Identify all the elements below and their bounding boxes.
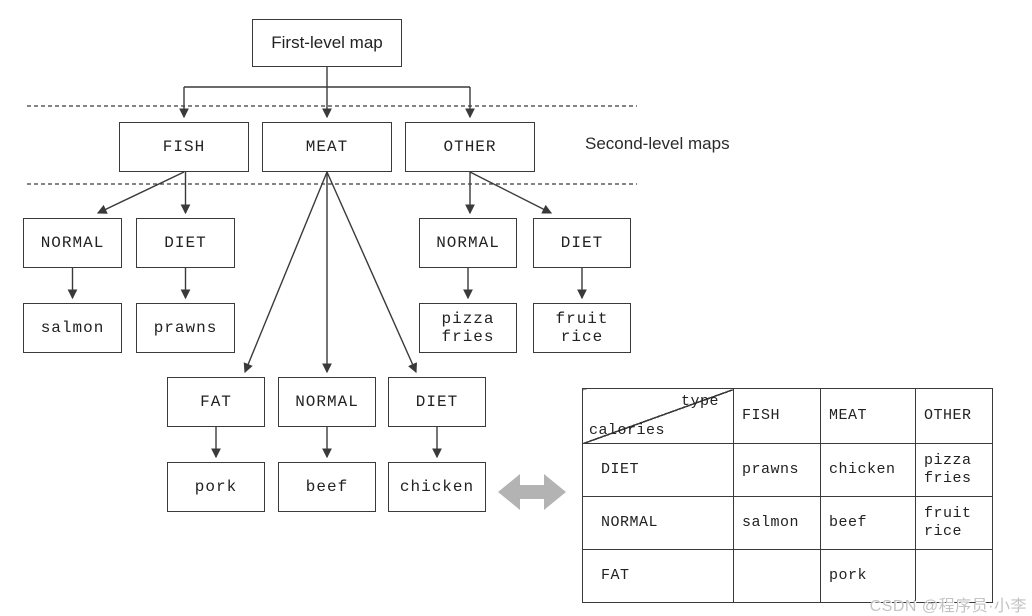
node-pizza-fries: pizza fries bbox=[419, 303, 517, 353]
node-label: DIET bbox=[164, 233, 207, 252]
node-other: OTHER bbox=[405, 122, 535, 172]
table-cell: pork bbox=[820, 549, 916, 603]
node-label: pork bbox=[194, 477, 238, 496]
table-cell: chicken bbox=[820, 443, 916, 497]
node-label: FISH bbox=[162, 137, 206, 156]
table-header-row: type calories FISH MEAT OTHER bbox=[582, 388, 993, 444]
table-col-header-meat: MEAT bbox=[820, 388, 916, 444]
node-label: salmon bbox=[40, 318, 105, 337]
table-row-fat: FAT pork bbox=[582, 549, 993, 603]
node-meat-fat: FAT bbox=[167, 377, 265, 427]
table-cell: fruit rice bbox=[915, 496, 993, 550]
table-col-header-other: OTHER bbox=[915, 388, 993, 444]
table-cell bbox=[733, 549, 821, 603]
table-cell bbox=[915, 549, 993, 603]
node-label: OTHER bbox=[443, 137, 497, 156]
node-pork: pork bbox=[167, 462, 265, 512]
node-label: DIET bbox=[560, 233, 604, 252]
second-level-maps-label: Second-level maps bbox=[585, 134, 730, 153]
connector-other-diet bbox=[469, 171, 553, 214]
node-label: MEAT bbox=[305, 137, 349, 156]
node-label: chicken bbox=[399, 477, 475, 496]
node-other-normal: NORMAL bbox=[419, 218, 517, 268]
connector-fish-normal bbox=[96, 171, 185, 214]
node-label: NORMAL bbox=[436, 233, 500, 252]
node-meat: MEAT bbox=[262, 122, 392, 172]
node-beef: beef bbox=[278, 462, 376, 512]
connector-lines bbox=[67, 62, 587, 459]
node-salmon: salmon bbox=[23, 303, 122, 353]
node-label: FAT bbox=[200, 392, 232, 411]
node-meat-diet: DIET bbox=[388, 377, 486, 427]
table-corner-cell: type calories bbox=[582, 388, 734, 444]
node-label: fruit rice bbox=[555, 309, 609, 346]
bidirectional-arrow-icon bbox=[498, 474, 566, 510]
node-fish-diet: DIET bbox=[136, 218, 235, 268]
node-fish-normal: NORMAL bbox=[23, 218, 122, 268]
table-cell: salmon bbox=[733, 496, 821, 550]
node-chicken: chicken bbox=[388, 462, 486, 512]
node-label: prawns bbox=[153, 318, 218, 337]
node-label: NORMAL bbox=[295, 392, 359, 411]
node-label: pizza fries bbox=[441, 309, 495, 346]
summary-table: type calories FISH MEAT OTHER DIET prawn… bbox=[582, 388, 993, 603]
node-fish: FISH bbox=[119, 122, 249, 172]
table-row-label: DIET bbox=[582, 443, 734, 497]
node-label: DIET bbox=[415, 392, 459, 411]
node-first-level-map: First-level map bbox=[252, 19, 402, 67]
table-row-label: FAT bbox=[582, 549, 734, 603]
watermark: CSDN @程序员·小李 bbox=[869, 598, 1027, 615]
node-label: First-level map bbox=[271, 33, 383, 53]
node-fruit-rice: fruit rice bbox=[533, 303, 631, 353]
table-row-diet: DIET prawns chicken pizza fries bbox=[582, 443, 993, 497]
corner-label-calories: calories bbox=[589, 422, 666, 439]
node-other-diet: DIET bbox=[533, 218, 631, 268]
table-col-header-fish: FISH bbox=[733, 388, 821, 444]
node-meat-normal: NORMAL bbox=[278, 377, 376, 427]
connector-meat-diet bbox=[326, 171, 417, 374]
table-cell: beef bbox=[820, 496, 916, 550]
table-cell: prawns bbox=[733, 443, 821, 497]
table-row-normal: NORMAL salmon beef fruit rice bbox=[582, 496, 993, 550]
node-prawns: prawns bbox=[136, 303, 235, 353]
table-row-label: NORMAL bbox=[582, 496, 734, 550]
corner-label-type: type bbox=[680, 393, 719, 410]
connector-meat-fat bbox=[243, 171, 328, 374]
node-label: beef bbox=[305, 477, 349, 496]
table-cell: pizza fries bbox=[915, 443, 993, 497]
node-label: NORMAL bbox=[40, 233, 105, 252]
